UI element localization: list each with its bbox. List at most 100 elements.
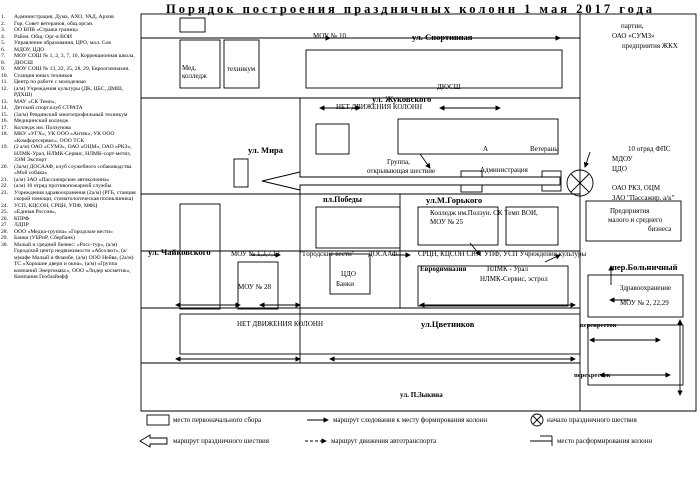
label-parties: партии, <box>621 22 644 30</box>
label-msb-2: малого и среднего <box>608 216 663 224</box>
label-sumz: ОАО «СУМЗ» <box>612 32 655 40</box>
list-item: 4.Район. Общ. Орг-я ВОИ <box>1 34 136 41</box>
legend-procession-route-icon <box>139 434 168 448</box>
label-row-orgs: СРЦН, КЦСОН СЮТ УПФ, УСП Учреждения куль… <box>418 250 587 258</box>
legend-vehicle-route: маршрут движения автотранспорта <box>331 437 437 445</box>
list-item: 2.Гор. Совет ветеранов, общ.орган. <box>1 21 136 28</box>
label-administration: Администрация <box>480 166 528 174</box>
list-item: 5.Управление образования, ЦРО, мол. Сов <box>1 40 136 47</box>
list-item-text: «Единая Россия», <box>14 209 57 215</box>
list-item-text: МОУ СОШ № 1, 2, 3, 7, 10, Коррекционная … <box>14 53 135 59</box>
list-item-text: Банки (УБРиР, Сбербанк) <box>14 235 75 241</box>
list-item: 16. Медицинский колледж <box>1 118 136 125</box>
list-item: 13. МАУ «СК Темп», <box>1 99 136 106</box>
list-item-number: 23. <box>1 189 8 196</box>
label-nlmk-ural: НЛМК - Урал <box>487 265 529 273</box>
page-title: Порядок построения праздничных колонн 1 … <box>166 2 656 16</box>
building-gorkogo-right <box>505 206 559 246</box>
label-rkz: ОАО РКЗ, ОЦМ <box>612 184 661 192</box>
list-item-number: 29. <box>1 235 8 241</box>
list-item-text: КПРФ <box>14 215 30 222</box>
list-item-text: (2 а/м) ОАО «СУМЗ», ОАО «ОЦМ», ОАО «РКЗ»… <box>14 144 132 163</box>
list-item-number: 15. <box>1 111 8 118</box>
list-item-number: 24. <box>1 202 8 209</box>
list-item-text: Станция юных техников <box>14 72 73 79</box>
list-item-text: Учреждения здравоохранения (2а/м) (РГБ, … <box>14 189 136 203</box>
label-nlmk-service: НЛМК-Сервис, эстрол <box>480 275 548 283</box>
list-item-number: 10. <box>1 72 8 79</box>
list-item: 12. (а/м) Учреждения культуры (ДК, ЦБС, Д… <box>1 86 136 99</box>
list-item: 26.КПРФ <box>1 216 136 223</box>
street-tsvetnikov: ул.Цветников <box>421 319 475 329</box>
list-item: 10. Станция юных техников <box>1 73 136 80</box>
list-item-number: 13. <box>1 98 8 105</box>
list-item-text: МОУ СОШ № 13, 22, 25, 28, 29, Евроогимна… <box>14 66 130 72</box>
building-block-b <box>397 118 559 155</box>
street-mira: ул. Мира <box>248 145 283 155</box>
building-bottom-right <box>587 324 684 386</box>
list-item-number: 4. <box>1 33 6 40</box>
legend-procession-route: маршрут праздничного шествия <box>173 437 269 445</box>
list-item: 29. Банки (УБРиР, Сбербанк) <box>1 235 136 242</box>
building-block-c <box>233 158 249 188</box>
label-gymnasium: Евроgимназия <box>420 265 467 273</box>
list-item-text: (3а/м) ДОСААФ, клуб служебного собаковод… <box>14 163 132 177</box>
list-item-text: (а/м) Учреждения культуры (ДК, ЦБС, ДМШ,… <box>14 85 124 99</box>
list-item-number: 17. <box>1 124 8 131</box>
list-item: 15.(3а/м) Ревдинский многопрофильный тех… <box>1 112 136 119</box>
list-item-text: Гор. Совет ветеранов, общ.орган. <box>14 20 94 27</box>
label-mou-row: МОУ № 1,3,7,13 <box>231 250 280 258</box>
list-item: 23. Учреждения здравоохранения (2а/м) (РГ… <box>1 190 136 203</box>
list-item: 24. УСП, КЦСОН, СРЦН, УПФ, МФЦ <box>1 203 136 210</box>
list-item-number: 22. <box>1 183 8 189</box>
label-banki: Банки <box>336 280 355 288</box>
list-item: 6.МДОУ, ЦДО <box>1 47 136 54</box>
building-banki <box>329 253 371 295</box>
list-item-text: МАУ «СК Темп», <box>14 98 56 105</box>
list-item: 8.ДЮСШ <box>1 60 136 67</box>
label-msb-3: бизнеса <box>648 225 672 233</box>
list-item-number: 19. <box>1 144 8 150</box>
list-item-number: 12. <box>1 85 8 92</box>
building-bank-right <box>585 200 682 242</box>
building-block-a <box>315 123 350 155</box>
list-item: 21.(а/м) ЗАО «Пассажирские автоколонна» <box>1 177 136 184</box>
list-item-text: ООО «Медиа-группа» «Городские вести» <box>14 228 113 235</box>
legend-start-place-icon <box>146 414 170 426</box>
list-item-text: УСП, КЦСОН, СРЦН, УПФ, МФЦ <box>14 202 98 209</box>
list-item: 30.Малый и средний бизнес: «Росс-тур», (… <box>1 242 136 281</box>
list-item-text: ЛДПР <box>14 222 29 228</box>
list-item: 14. Детский спорт.клуб СТРАТА <box>1 105 136 112</box>
list-item-number: 11. <box>1 79 8 85</box>
label-med-college: Мед. колледж <box>182 64 207 80</box>
list-item-number: 14. <box>1 105 8 111</box>
list-item-text: Управление образования, ЦРО, мол. Сов <box>14 40 111 46</box>
list-item-number: 18. <box>1 131 8 137</box>
list-item-text: Медицинский колледж <box>14 118 69 124</box>
label-crossroad-1: перекресток <box>580 322 617 329</box>
street-gorkogo: ул.М.Горького <box>426 195 483 205</box>
list-item: 18.МКУ «УГХ», УК ООО «Антек», УК ООО «Ко… <box>1 131 136 144</box>
label-msb-1: Предприятия <box>610 207 650 215</box>
list-item-text: Колледж им. Ползунова <box>14 124 71 131</box>
list-item: 9. МОУ СОШ № 13, 22, 25, 28, 29, Евроогим… <box>1 66 136 73</box>
list-item-text: ОО ВПВ «Стражи границ» <box>14 27 79 33</box>
list-item-text: Детский спорт.клуб СТРАТА <box>14 105 83 111</box>
street-chaikovskogo: ул. Чайковского <box>148 247 211 257</box>
legend-dismissal-icon <box>530 435 553 446</box>
list-item-text: МДОУ, ЦДО <box>14 46 45 53</box>
list-item-number: 27. <box>1 222 8 228</box>
label-mou-right: МОУ № 2, 22,29 <box>620 299 669 307</box>
label-mou28: МОУ № 28 <box>238 283 272 291</box>
list-item: 11.Центр по работе с молодежью <box>1 79 136 86</box>
label-mou25: МОУ № 25 <box>430 218 464 226</box>
list-item-number: 9. <box>1 66 6 72</box>
label-no-traffic-bottom: НЕТ ДВИЖЕНИЯ КОЛОНН <box>237 320 324 328</box>
list-item-text: Малый и средний бизнес: «Росс-тур», (а/м… <box>14 241 134 281</box>
label-group-2: открывающая шествие <box>367 167 436 175</box>
label-health: Здравоохранение <box>620 284 672 292</box>
list-item-text: (а/м) ЗАО «Пассажирские автоколонна» <box>14 176 110 183</box>
list-item-number: 16. <box>1 118 8 124</box>
